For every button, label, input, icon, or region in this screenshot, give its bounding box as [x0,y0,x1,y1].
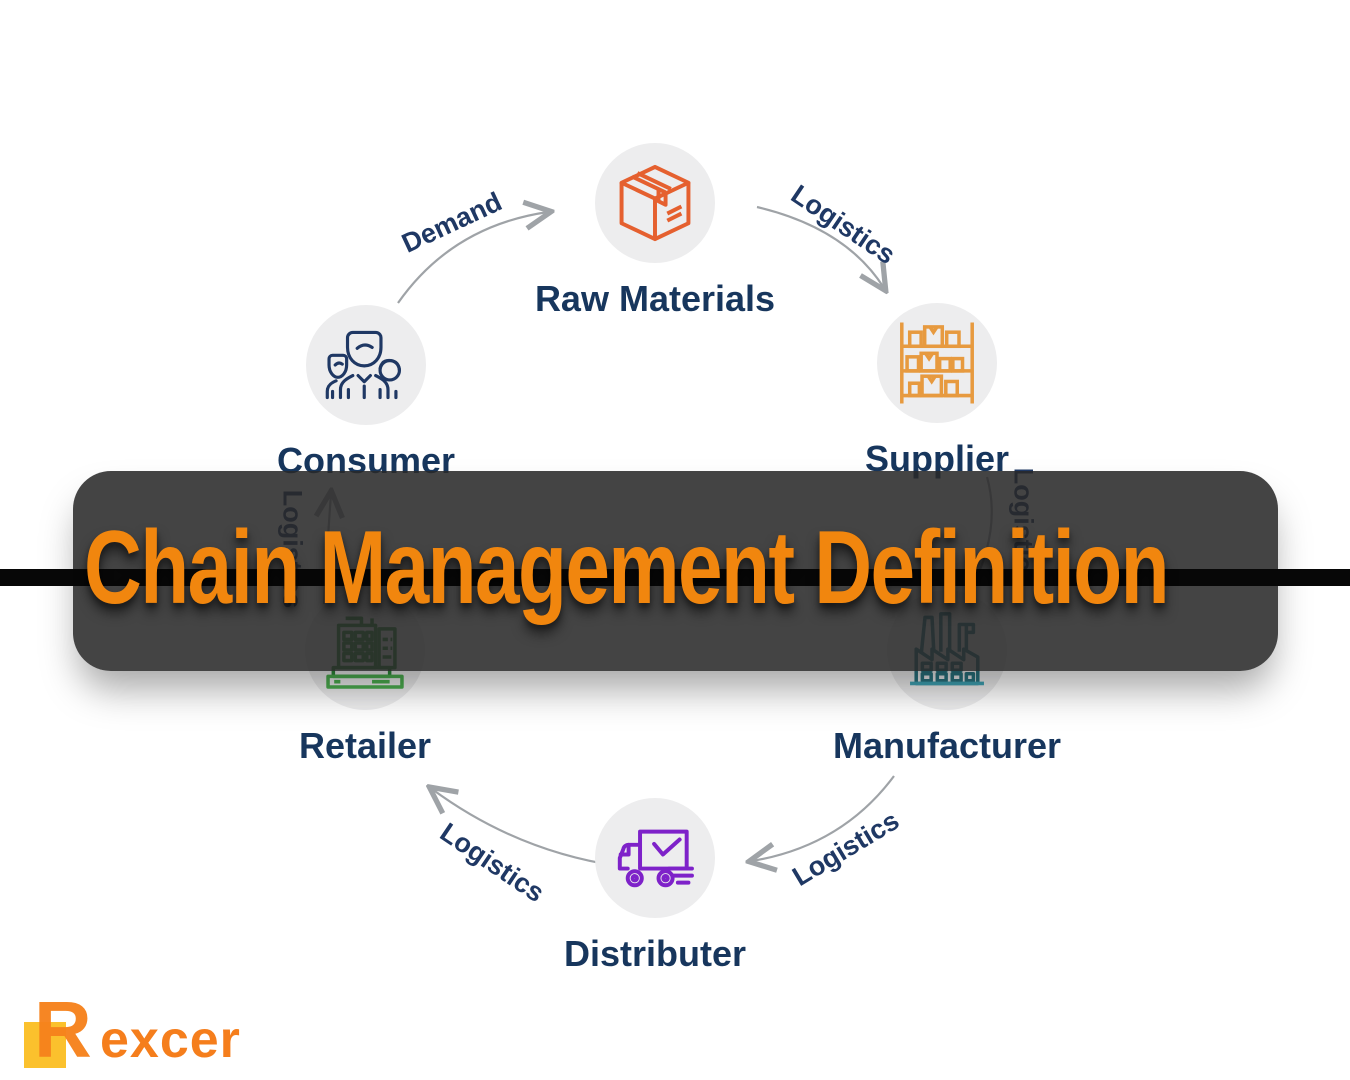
node-consumer: Consumer [236,305,496,482]
node-distributer: Distributer [525,798,785,975]
truck-icon [617,829,694,888]
people-icon [325,330,402,400]
arrow-logistics-bottom-right [752,775,895,861]
arrow-logistics-bottom-left [432,789,619,868]
supplier-circle [877,303,997,423]
raw-materials-label: Raw Materials [534,278,776,319]
node-supplier: Supplier [807,303,1067,480]
rexcer-logo-mark: R [24,990,98,1070]
node-raw-materials: Raw Materials [525,143,785,320]
distributer-label: Distributer [563,933,747,974]
logo-text: excer [100,1011,241,1069]
rexcer-logo: R excer [24,990,241,1070]
shelf-icon [900,322,974,404]
logo-yellow-square-icon [24,1022,66,1068]
arrow-logistics-top-right [756,205,884,288]
page-title: Chain Management Definition [84,510,1170,626]
distributer-circle [595,798,715,918]
manufacturer-label: Manufacturer [832,725,1062,766]
arrow-demand [397,212,548,304]
logo-r-icon: R [34,985,92,1074]
consumer-circle [306,305,426,425]
retailer-label: Retailer [298,725,432,766]
raw-materials-circle [595,143,715,263]
black-divider-line [0,569,1350,586]
box-icon [619,164,691,242]
